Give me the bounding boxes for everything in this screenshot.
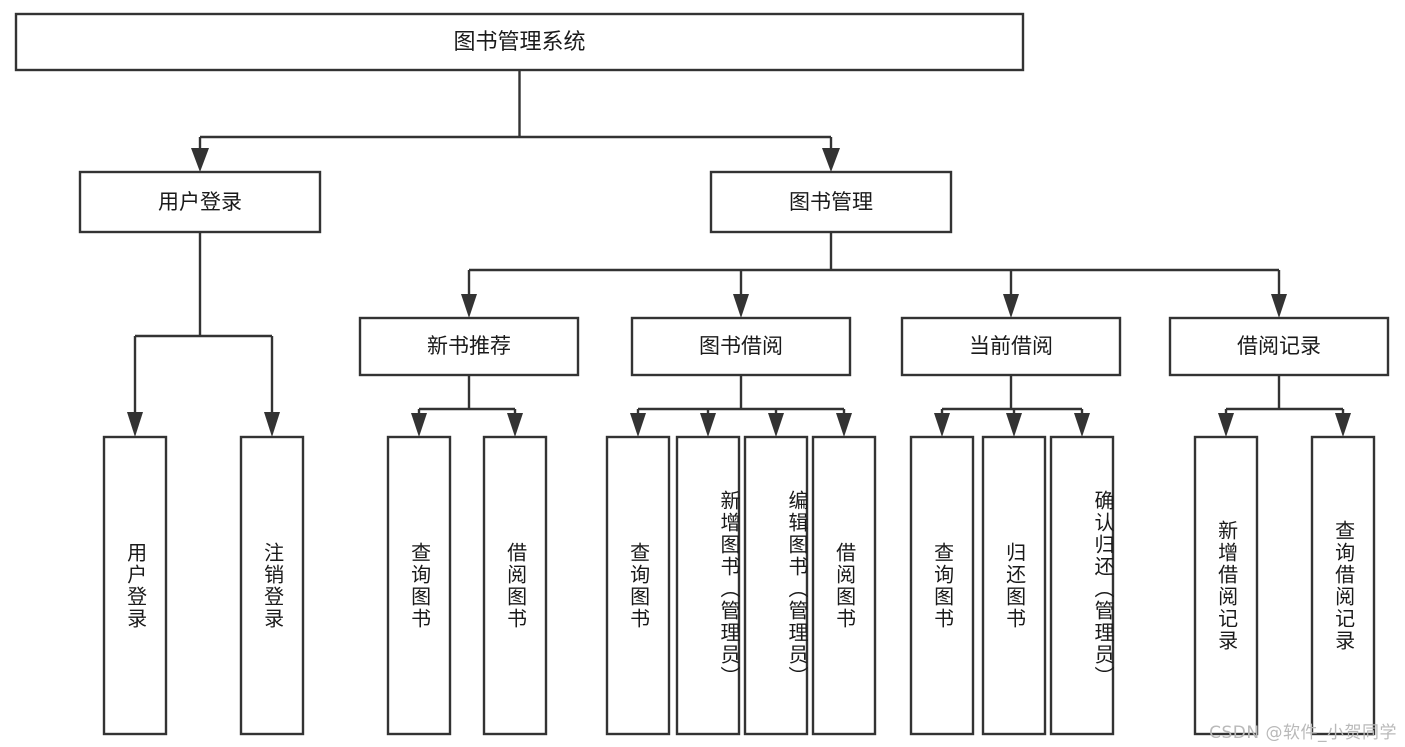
- arrowhead-borrow-record: [1271, 294, 1287, 318]
- arrowhead-leaf-query-book-2: [630, 413, 646, 437]
- arrowhead-leaf-return-book: [1006, 413, 1022, 437]
- node-book-borrow[interactable]: 图书借阅: [630, 316, 852, 377]
- arrowhead-book-manage: [822, 148, 840, 172]
- arrowhead-current-borrow: [1003, 294, 1019, 318]
- arrowhead-user-login: [191, 148, 209, 172]
- node-new-book-recommend-label: 新书推荐: [427, 334, 511, 358]
- arrowhead-leaf-add-book: [700, 413, 716, 437]
- arrowhead-leaf-user-login: [127, 412, 143, 437]
- node-leaf-edit-book-box[interactable]: [743, 435, 809, 736]
- node-leaf-logout-box[interactable]: [239, 435, 305, 736]
- connector-layer: [127, 70, 1351, 437]
- node-book-borrow-box[interactable]: [630, 316, 852, 377]
- node-borrow-record-label: 借阅记录: [1237, 334, 1321, 358]
- node-new-book-recommend[interactable]: 新书推荐: [358, 316, 580, 377]
- node-leaf-add-book-box[interactable]: [675, 435, 741, 736]
- node-book-borrow-label: 图书借阅: [699, 334, 783, 358]
- node-book-manage-label: 图书管理: [789, 190, 873, 214]
- node-leaf-query-book-1-box[interactable]: [386, 435, 452, 736]
- node-current-borrow-box[interactable]: [900, 316, 1122, 377]
- node-leaf-query-book-3-box[interactable]: [909, 435, 975, 736]
- arrowhead-leaf-add-record: [1218, 413, 1234, 437]
- arrowhead-leaf-query-book-1: [411, 413, 427, 437]
- arrowhead-leaf-borrow-book-1: [507, 413, 523, 437]
- node-book-manage[interactable]: 图书管理: [709, 170, 953, 234]
- node-leaf-return-book-box[interactable]: [981, 435, 1047, 736]
- arrowhead-book-borrow: [733, 294, 749, 318]
- arrowhead-leaf-confirm-return: [1074, 413, 1090, 437]
- arrowhead-leaf-edit-book: [768, 413, 784, 437]
- node-leaf-add-record-box[interactable]: [1193, 435, 1259, 736]
- node-borrow-record[interactable]: 借阅记录: [1168, 316, 1390, 377]
- node-leaf-query-book-2-box[interactable]: [605, 435, 671, 736]
- node-leaf-query-record-box[interactable]: [1310, 435, 1376, 736]
- node-current-borrow-label: 当前借阅: [969, 334, 1053, 358]
- node-borrow-record-box[interactable]: [1168, 316, 1390, 377]
- node-root-box[interactable]: [14, 12, 1025, 72]
- node-user-login-box[interactable]: [78, 170, 322, 234]
- node-new-book-recommend-box[interactable]: [358, 316, 580, 377]
- arrowhead-new-book-recommend: [461, 294, 477, 318]
- node-leaf-borrow-book-2-box[interactable]: [811, 435, 877, 736]
- node-leaf-user-login-box[interactable]: [102, 435, 168, 736]
- arrowhead-leaf-query-record: [1335, 413, 1351, 437]
- node-current-borrow[interactable]: 当前借阅: [900, 316, 1122, 377]
- node-book-manage-box[interactable]: [709, 170, 953, 234]
- arrowhead-leaf-borrow-book-2: [836, 413, 852, 437]
- arrowhead-leaf-query-book-3: [934, 413, 950, 437]
- node-root-label: 图书管理系统: [453, 30, 585, 55]
- node-layer: 图书管理系统 用户登录 图书管理 新书推荐 图书借阅: [14, 12, 1390, 736]
- node-user-login[interactable]: 用户登录: [78, 170, 322, 234]
- arrowhead-leaf-logout: [264, 412, 280, 437]
- node-user-login-label: 用户登录: [158, 190, 242, 214]
- node-leaf-confirm-return-box[interactable]: [1049, 435, 1115, 736]
- watermark-label: CSDN @软件_小贺同学: [1209, 723, 1397, 743]
- node-leaf-borrow-book-1-box[interactable]: [482, 435, 548, 736]
- node-root[interactable]: 图书管理系统: [14, 12, 1025, 72]
